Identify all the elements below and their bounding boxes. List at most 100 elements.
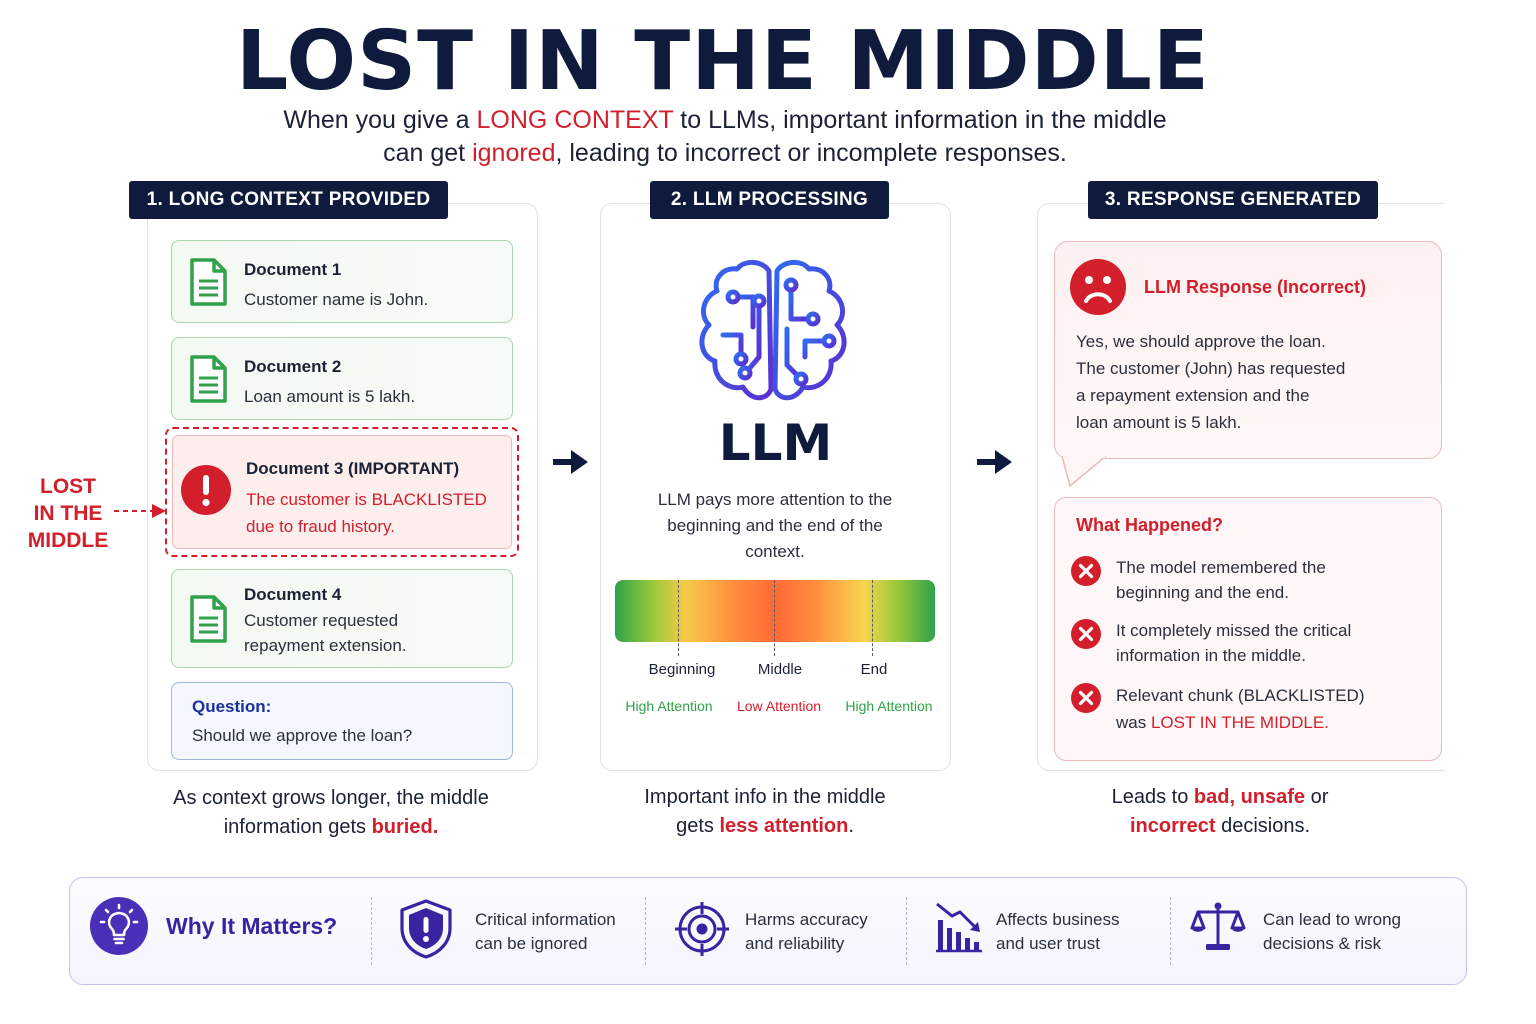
lost-label-line: MIDDLE xyxy=(27,529,109,552)
document-title: Document 4 xyxy=(244,585,342,604)
attention-level-beginning: High Attention xyxy=(625,698,713,714)
footer-item-line: Affects business xyxy=(996,910,1120,929)
declining-chart-icon xyxy=(936,902,982,953)
why-it-matters-banner xyxy=(69,877,1467,985)
caption-text: or xyxy=(1305,786,1329,808)
llm-response-bubble: LLM Response (Incorrect) Yes, we should … xyxy=(1054,241,1442,459)
what-happened-text: Relevant chunk (BLACKLISTED) was LOST IN… xyxy=(1116,682,1416,736)
question-text: Should we approve the loan? xyxy=(192,726,413,745)
llm-desc-line: beginning and the end of the xyxy=(667,516,883,535)
document-text: Loan amount is 5 lakh. xyxy=(244,387,416,406)
document-card-3-important: Document 3 (IMPORTANT) The customer is B… xyxy=(165,427,519,557)
caption-response: Leads to bad, unsafe or incorrect decisi… xyxy=(1070,783,1370,841)
lost-label-line: IN THE xyxy=(33,502,103,525)
exclamation-icon xyxy=(181,465,231,515)
attention-tick-middle xyxy=(774,580,775,656)
what-happened-box: What Happened? xyxy=(1054,497,1442,761)
what-happened-line: The model remembered the xyxy=(1116,558,1326,577)
caption-highlight: bad, unsafe xyxy=(1193,786,1306,808)
subtitle-text: to LLMs, important information in the mi… xyxy=(673,106,1167,134)
response-line: a repayment extension and the xyxy=(1076,386,1310,405)
what-happened-highlight: LOST IN THE MIDDLE. xyxy=(1150,713,1329,732)
document-title: Document 2 xyxy=(244,357,342,376)
bubble-tail xyxy=(1061,456,1107,488)
attention-position-end: End xyxy=(860,661,888,678)
document-text: Customer requested repayment extension. xyxy=(244,611,407,655)
caption-highlight: incorrect xyxy=(1129,815,1216,837)
document-icon xyxy=(190,594,227,643)
document-icon xyxy=(190,354,227,403)
attention-gradient-bar xyxy=(615,580,935,642)
lost-label-line: LOST xyxy=(40,475,96,498)
shield-alert-icon xyxy=(400,899,452,959)
page-subtitle: When you give a LONG CONTEXT to LLMs, im… xyxy=(150,104,1300,170)
document-text: Customer name is John. xyxy=(244,290,429,309)
brain-circuit-icon xyxy=(699,260,847,401)
footer-divider xyxy=(906,897,907,965)
caption-highlight: less attention xyxy=(719,815,849,837)
attention-tick-end xyxy=(872,580,873,656)
attention-position-beginning: Beginning xyxy=(648,661,716,678)
lightbulb-icon xyxy=(90,897,148,955)
what-happened-line: information in the middle. xyxy=(1116,646,1306,665)
subtitle-highlight: ignored xyxy=(472,139,556,167)
what-happened-text: It completely missed the critical inform… xyxy=(1116,618,1416,668)
footer-item-1: Critical information can be ignored xyxy=(475,908,616,956)
footer-item-line: can be ignored xyxy=(475,934,588,953)
footer-item-4: Can lead to wrong decisions & risk xyxy=(1263,908,1401,956)
what-happened-line: It completely missed the critical xyxy=(1116,621,1352,640)
what-happened-item-3: Relevant chunk (BLACKLISTED) was LOST IN… xyxy=(1070,682,1430,738)
lost-in-middle-label: LOST IN THE MIDDLE xyxy=(22,473,114,554)
document-card-4: Document 4 Customer requested repayment … xyxy=(171,569,513,668)
subtitle-text: When you give a xyxy=(283,106,477,134)
caption-line: Important info in the middle xyxy=(644,786,886,808)
document-title: Document 1 xyxy=(244,260,342,279)
subtitle-text: , leading to incorrect or incomplete res… xyxy=(555,139,1067,167)
caption-text: decisions. xyxy=(1215,815,1311,837)
subtitle-highlight: LONG CONTEXT xyxy=(476,106,674,134)
footer-item-line: Critical information xyxy=(475,910,616,929)
caption-text: gets xyxy=(676,815,720,837)
attention-tick-beginning xyxy=(678,580,679,656)
attention-position-middle: Middle xyxy=(757,661,803,678)
what-happened-text: The model remembered the beginning and t… xyxy=(1116,555,1416,605)
dashed-arrow-icon xyxy=(114,504,166,518)
section-header-response: 3. RESPONSE GENERATED xyxy=(1088,181,1378,219)
scales-icon xyxy=(1190,902,1246,950)
caption-context: As context grows longer, the middle info… xyxy=(147,784,515,842)
arrow-right-icon xyxy=(553,450,588,474)
footer-item-line: and user trust xyxy=(996,934,1100,953)
footer-item-3: Affects business and user trust xyxy=(996,908,1119,956)
document-card-2: Document 2 Loan amount is 5 lakh. xyxy=(171,337,513,420)
x-circle-icon xyxy=(1071,556,1101,586)
response-text: Yes, we should approve the loan. The cus… xyxy=(1076,328,1426,436)
response-line: Yes, we should approve the loan. xyxy=(1076,332,1326,351)
caption-text: . xyxy=(848,815,854,837)
x-circle-icon xyxy=(1071,619,1101,649)
why-it-matters-title: Why It Matters? xyxy=(166,913,338,939)
arrow-right-icon xyxy=(977,450,1012,474)
document-icon xyxy=(190,257,227,306)
question-card: Question: Should we approve the loan? xyxy=(171,682,513,760)
footer-item-2: Harms accuracy and reliability xyxy=(745,908,868,956)
attention-level-end: High Attention xyxy=(845,698,933,714)
footer-divider xyxy=(371,897,372,965)
sad-face-icon xyxy=(1070,259,1126,315)
page-title: LOST IN THE MIDDLE xyxy=(236,14,1210,109)
llm-desc-line: context. xyxy=(745,542,805,561)
what-happened-item-2: It completely missed the critical inform… xyxy=(1070,618,1430,670)
response-line: The customer (John) has requested xyxy=(1076,359,1346,378)
subtitle-text: can get xyxy=(383,139,473,167)
caption-processing: Important info in the middle gets less a… xyxy=(600,783,930,841)
footer-divider xyxy=(645,897,646,965)
section-header-context: 1. LONG CONTEXT PROVIDED xyxy=(129,181,448,219)
caption-line: As context grows longer, the middle xyxy=(173,787,489,809)
document-card-1: Document 1 Customer name is John. xyxy=(171,240,513,323)
footer-item-line: Harms accuracy xyxy=(745,910,868,929)
caption-highlight: buried. xyxy=(371,816,439,838)
llm-desc-line: LLM pays more attention to the xyxy=(657,490,893,509)
footer-item-line: decisions & risk xyxy=(1263,934,1382,953)
footer-item-line: Can lead to wrong xyxy=(1263,910,1401,929)
document-title: Document 3 (IMPORTANT) xyxy=(246,459,460,478)
document-text: The customer is BLACKLISTED due to fraud… xyxy=(246,490,487,536)
